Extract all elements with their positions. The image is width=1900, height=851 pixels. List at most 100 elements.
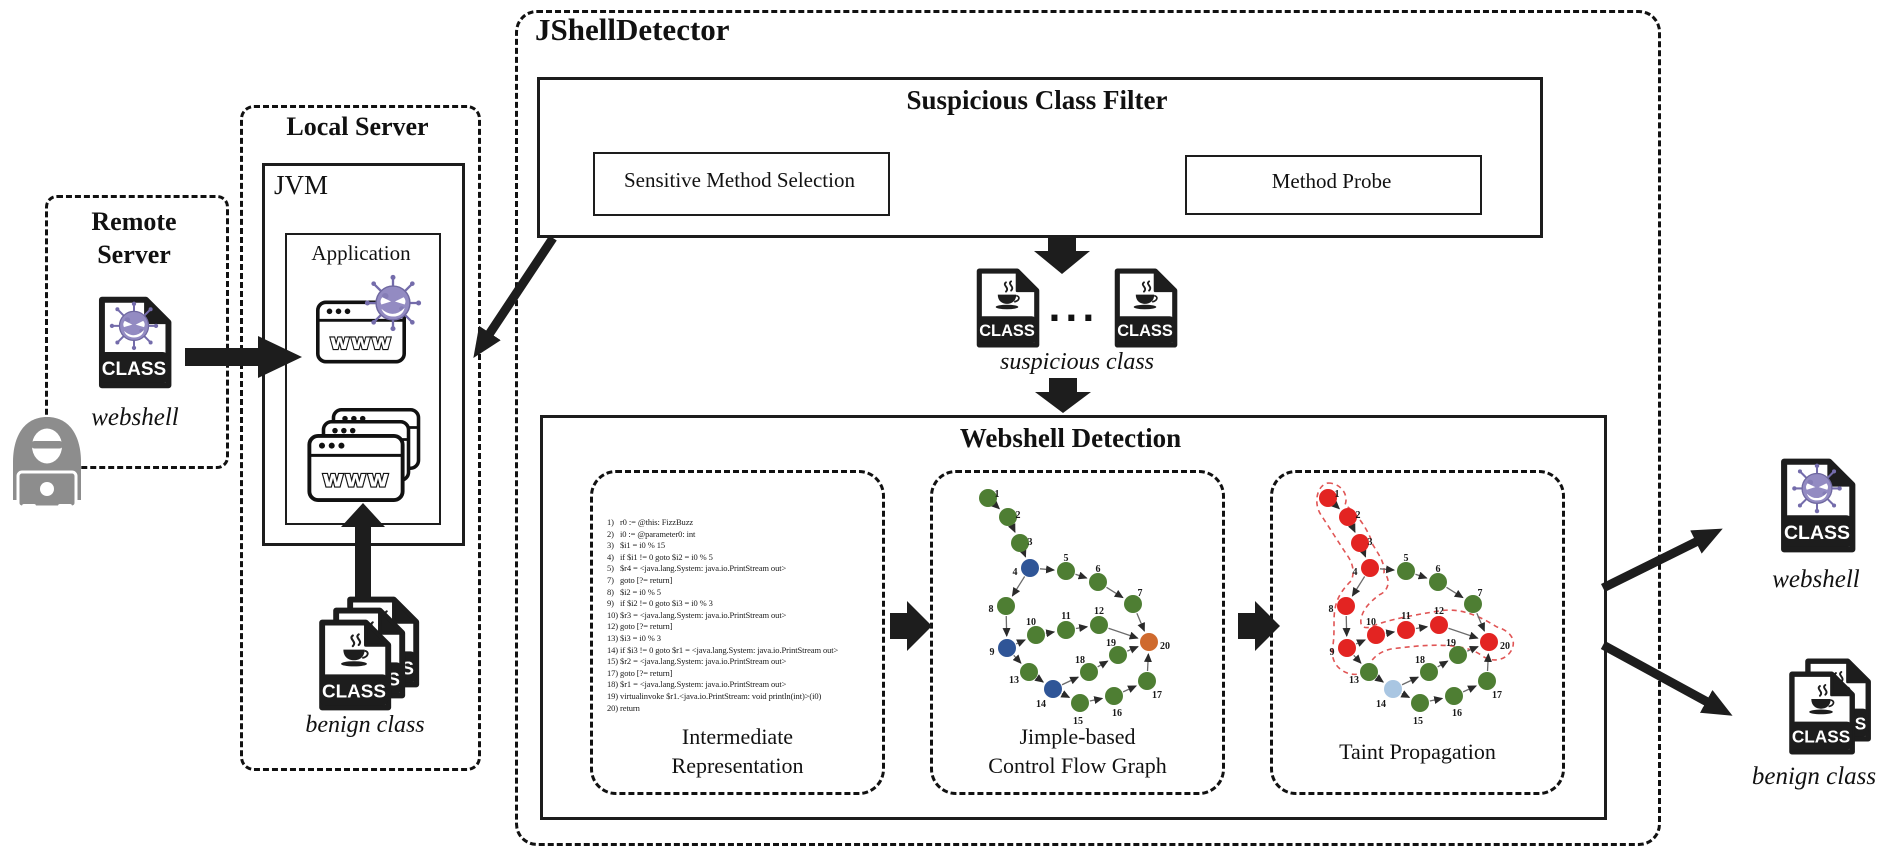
graph-edge-12-20 [1448,627,1479,640]
graph-node-1 [1319,489,1337,507]
sensitive-method-selection-box [593,152,890,216]
graph-node-label-14: 14 [1376,699,1386,710]
graph-edge-19-20 [1126,646,1139,654]
ir-code-line: 8) $i2 = i0 % 5 [607,586,661,597]
graph-node-label-10: 10 [1366,617,1376,628]
output-webshell-label: webshell [1772,566,1860,593]
ir-code-line: 4) if $i1 != 0 goto $i2 = i0 % 5 [607,551,713,562]
benign-class-stack-icon [316,596,422,712]
graph-node-label-3: 3 [1028,537,1033,548]
remote-server-box [45,195,229,469]
webshell-virus-icon [364,274,422,332]
graph-node-label-6: 6 [1436,564,1441,575]
graph-node-label-5: 5 [1064,553,1069,564]
jshelldetector-title: JShellDetector [535,12,730,47]
graph-edge-15-16 [1089,696,1104,704]
ir-code-line: 17) goto [?= return] [607,667,673,678]
graph-edge-1-2 [1330,500,1341,510]
graph-edge-16-17 [1462,685,1477,693]
graph-node-label-1: 1 [995,489,1000,500]
graph-node-1 [979,489,997,507]
graph-edge-7-20 [1136,612,1145,632]
graph-edge-19-20 [1466,646,1479,654]
graph-edge-17-20 [1483,652,1492,672]
graph-node-label-16: 16 [1452,708,1462,719]
graph-edge-15-16 [1429,696,1444,704]
graph-node-label-19: 19 [1446,638,1456,649]
graph-node-14 [1384,680,1402,698]
ir-code-line: 2) i0 := @parameter0: int [607,528,696,539]
graph-node-8 [1337,597,1355,615]
graph-node-label-3: 3 [1368,537,1373,548]
graph-node-label-7: 7 [1138,588,1143,599]
graph-node-label-7: 7 [1478,588,1483,599]
ir-code-line: 20) return [607,702,640,713]
graph-node-3 [1011,534,1029,552]
graph-node-label-20: 20 [1500,641,1510,652]
graph-node-label-14: 14 [1036,699,1046,710]
graph-node-16 [1105,687,1123,705]
graph-node-label-12: 12 [1434,606,1444,617]
graph-edge-4-5 [1379,565,1396,574]
app-browser-stack-icon [307,408,421,502]
ellipsis-dots: ... [1048,290,1099,330]
graph-node-label-8: 8 [989,604,994,615]
graph-node-7 [1124,595,1142,613]
graph-node-17 [1138,672,1156,690]
graph-edge-10-11 [1045,629,1056,638]
graph-node-label-17: 17 [1492,690,1502,701]
ir-code-line: 15) $r2 = <java.lang.System: java.io.Pri… [607,656,787,667]
graph-edge-5-6 [1415,571,1428,580]
graph-edge-9-10 [1355,639,1366,647]
panel2-label: Jimple-based Control Flow Graph [988,724,1167,778]
jvm-label: JVM [274,170,329,200]
graph-node-label-4: 4 [1013,567,1018,578]
suspicious-class-label: suspicious class [999,349,1154,375]
graph-edge-4-8 [1351,576,1366,597]
graph-node-19 [1109,646,1127,664]
application-label: Application [311,241,411,265]
graph-node-label-10: 10 [1026,617,1036,628]
graph-node-label-8: 8 [1329,604,1334,615]
graph-edge-11-12 [1415,624,1429,632]
graph-node-label-6: 6 [1096,564,1101,575]
graph-node-label-2: 2 [1356,510,1361,521]
graph-node-13 [1360,663,1378,681]
graph-node-12 [1430,616,1448,634]
ir-code-line: 13) $i3 = i0 % 3 [607,632,661,643]
graph-node-13 [1020,663,1038,681]
graph-edge-9-13 [1012,654,1022,664]
graph-node-2 [999,508,1017,526]
graph-edge-13-14 [1374,674,1385,683]
graph-node-label-1: 1 [1335,489,1340,500]
graph-node-label-11: 11 [1061,611,1070,622]
graph-node-label-15: 15 [1413,716,1423,725]
graph-node-9 [998,639,1016,657]
graph-edge-18-19 [1097,660,1109,669]
graph-node-label-12: 12 [1094,606,1104,617]
graph-edge-12-20 [1108,627,1139,640]
sensitive-method-selection-label: Sensitive Method Selection [624,168,855,192]
graph-edge-9-10 [1015,639,1026,647]
graph-edge-17-20 [1143,652,1152,672]
graph-edge-3-4 [1358,547,1367,558]
graph-node-18 [1080,663,1098,681]
hacker-icon [13,417,81,509]
ir-code-line: 14) if $i3 != 0 goto $r1 = <java.lang.Sy… [607,644,839,655]
graph-node-label-17: 17 [1152,690,1162,701]
local-benign-class-label: benign class [305,712,425,738]
graph-node-15 [1411,694,1429,712]
graph-edge-1-2 [990,500,1001,510]
ir-code-line: 3) $i1 = i0 % 15 [607,540,666,551]
graph-edge-16-17 [1122,685,1137,693]
ir-code-line: 9) if $i2 != 0 goto $i3 = i0 % 3 [607,598,713,609]
suspicious-class-filter-title: Suspicious Class Filter [906,85,1168,115]
graph-node-6 [1089,573,1107,591]
